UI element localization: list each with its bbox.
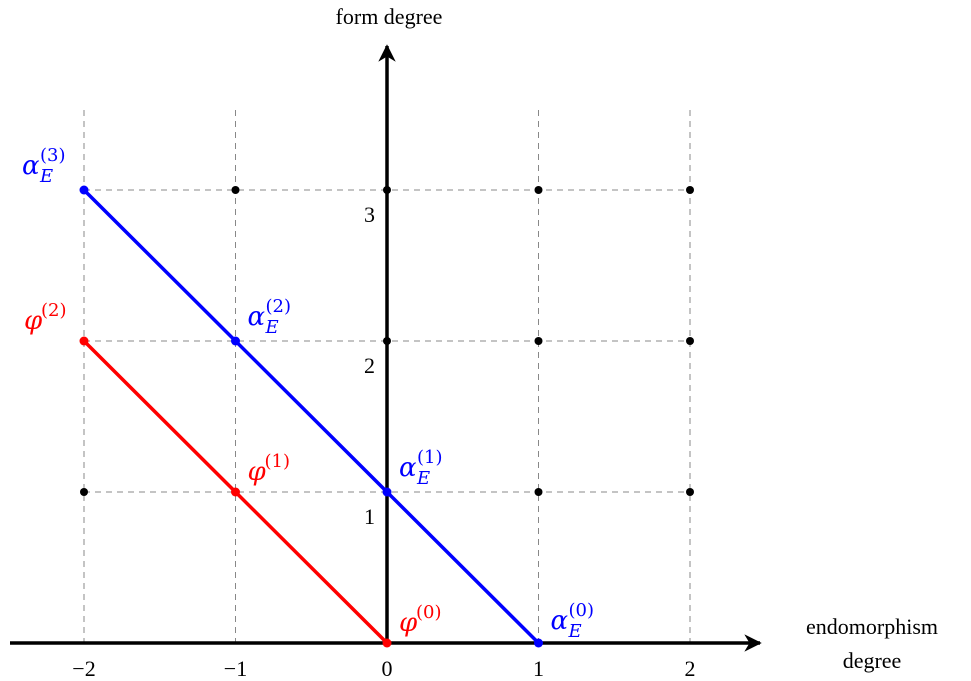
- alpha-point-label: α(1)E: [399, 447, 443, 489]
- lattice-point: [383, 186, 391, 194]
- phi-point-label: φ(1): [248, 451, 291, 487]
- alpha-point: [382, 487, 392, 497]
- label-superscript: (3): [40, 145, 66, 166]
- label-superscript: (0): [416, 602, 442, 623]
- label-superscript: (2): [266, 296, 292, 317]
- lattice-point: [534, 488, 543, 496]
- lattice-point: [686, 488, 694, 496]
- label-superscript: (1): [417, 447, 443, 468]
- x-tick-label: 0: [382, 656, 393, 681]
- lattice-point: [383, 337, 391, 345]
- phi-point: [231, 487, 240, 497]
- y-axis-title: form degree: [336, 4, 443, 29]
- alpha-point-label: α(0)E: [551, 600, 595, 642]
- axes: [10, 44, 762, 652]
- y-tick-label: 3: [364, 202, 375, 227]
- x-axis-title-line2: degree: [843, 648, 902, 673]
- series-lines: [82, 188, 540, 645]
- alpha-point: [79, 185, 89, 195]
- label-symbol: α: [248, 302, 266, 332]
- label-symbol: α: [22, 151, 40, 181]
- phi-point-label: φ(2): [24, 300, 67, 336]
- x-axis-title-line1: endomorphism: [806, 614, 938, 639]
- lattice-point: [80, 488, 88, 496]
- y-tick-label: 2: [364, 353, 375, 378]
- label-superscript: (0): [569, 600, 595, 621]
- point-labels: α(0)Eα(1)Eα(2)Eα(3)Eφ(0)φ(1)φ(2): [22, 145, 594, 642]
- alpha-point: [534, 638, 543, 648]
- y-tick-label: 1: [364, 504, 375, 529]
- alpha-point-label: α(3)E: [22, 145, 66, 187]
- x-tick-label: −2: [72, 656, 95, 681]
- label-subscript: E: [39, 166, 53, 187]
- label-symbol: φ: [248, 457, 267, 487]
- label-symbol: φ: [399, 608, 418, 638]
- alpha-point-label: α(2)E: [248, 296, 292, 338]
- alpha-series-line: [82, 188, 540, 645]
- lattice-point: [534, 337, 543, 345]
- label-symbol: φ: [24, 306, 43, 336]
- lattice-point: [534, 186, 543, 194]
- x-tick-label: 1: [533, 656, 544, 681]
- label-symbol: α: [551, 606, 569, 636]
- label-subscript: E: [416, 468, 430, 489]
- label-superscript: (1): [265, 451, 291, 472]
- label-symbol: α: [399, 453, 417, 483]
- lattice-points: [79, 185, 694, 648]
- tick-labels: −2 −1 0 1 2 1 2 3: [72, 202, 695, 681]
- label-subscript: E: [265, 317, 279, 338]
- phi-point-label: φ(0): [399, 602, 442, 638]
- phi-point: [382, 638, 392, 648]
- label-subscript: E: [568, 621, 582, 642]
- x-tick-label: −1: [224, 656, 247, 681]
- lattice-point: [686, 186, 694, 194]
- lattice-point: [686, 337, 694, 345]
- phi-point: [79, 336, 89, 346]
- alpha-point: [231, 336, 240, 346]
- lattice-point: [231, 186, 240, 194]
- x-tick-label: 2: [685, 656, 696, 681]
- label-superscript: (2): [41, 300, 67, 321]
